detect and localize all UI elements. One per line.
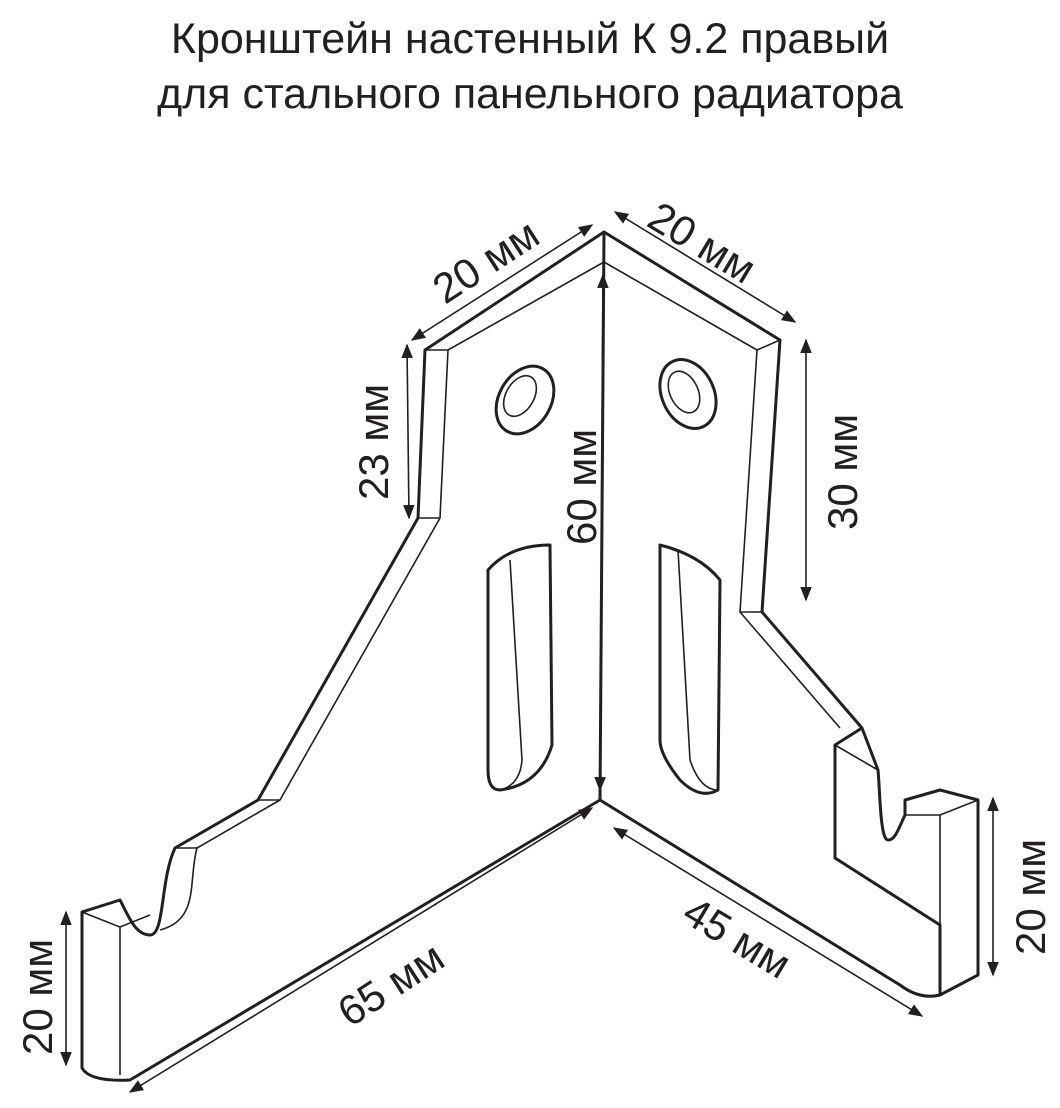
- mounting-hole-right: [658, 358, 718, 430]
- dim-left-upper-height: 23 мм: [350, 384, 397, 500]
- dimension-lines: [60, 211, 999, 1093]
- title-line-2: для стального панельного радиатора: [157, 70, 903, 118]
- dim-top-left-width: 20 мм: [424, 210, 547, 313]
- slot-left: [486, 543, 554, 792]
- dim-left-tab-height: 20 мм: [14, 939, 61, 1055]
- mounting-hole-left: [494, 364, 556, 436]
- slot-right: [658, 543, 722, 795]
- dim-right-tab-height: 20 мм: [1007, 839, 1054, 955]
- dim-center-height: 60 мм: [558, 429, 605, 545]
- dim-top-right-width: 20 мм: [640, 192, 764, 292]
- dim-left-length: 65 мм: [329, 933, 452, 1036]
- dim-right-upper-height: 30 мм: [819, 414, 866, 530]
- bracket-right-panel: [599, 230, 980, 998]
- title-line-1: Кронштейн настенный К 9.2 правый: [170, 15, 890, 63]
- bracket-left-panel: [80, 230, 606, 1082]
